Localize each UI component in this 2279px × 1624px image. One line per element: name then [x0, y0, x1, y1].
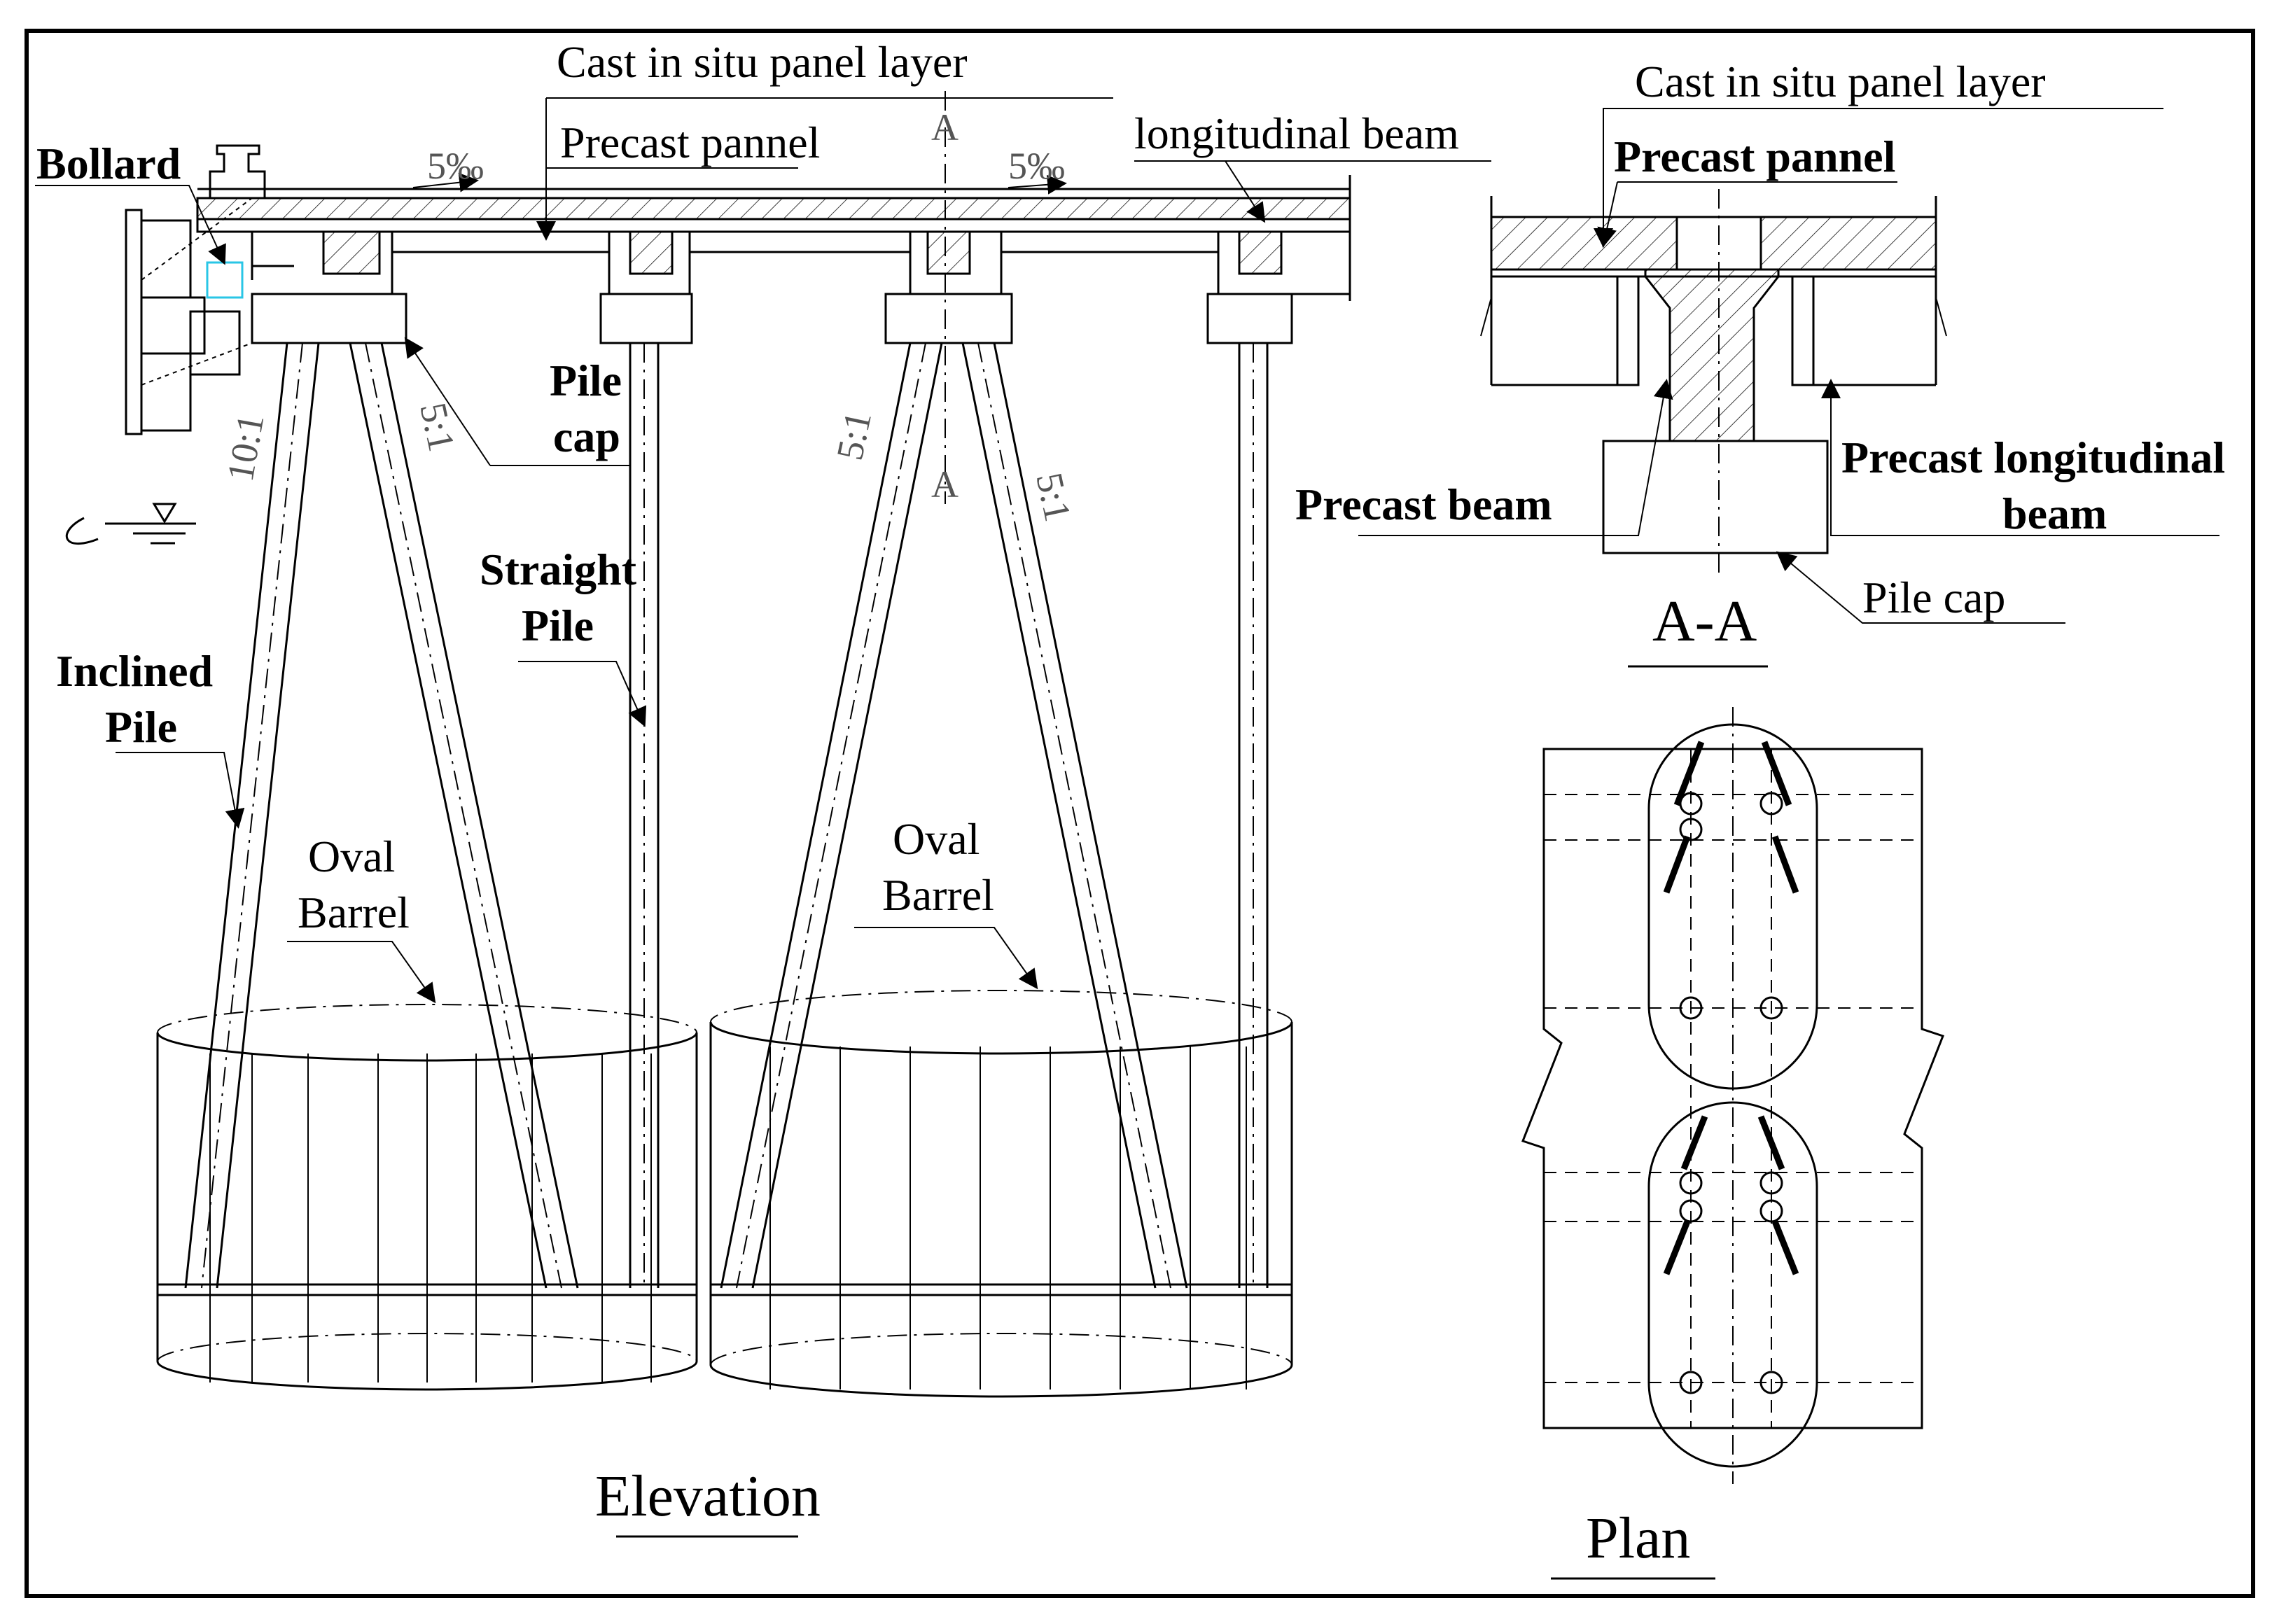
- pile-hole: [1679, 996, 1703, 1020]
- beam-4: [1238, 230, 1283, 275]
- batter-5-1-c: 5:1: [1028, 469, 1079, 525]
- batter-5-1-a: 5:1: [412, 399, 463, 455]
- plan-title: Plan: [1586, 1506, 1690, 1571]
- water-level-icon: [65, 503, 196, 545]
- aa-precast-beam: [1644, 268, 1780, 442]
- fender: [125, 197, 253, 435]
- plan-view: Plan: [1521, 707, 1944, 1580]
- pile-hole: [1759, 1371, 1783, 1394]
- plan-caisson-2: [1647, 1101, 1818, 1468]
- label-cast-in-situ: Cast in situ panel layer: [557, 37, 968, 87]
- pile-hole: [1759, 792, 1783, 816]
- aa-label-cast-in-situ: Cast in situ panel layer: [1635, 57, 2046, 106]
- aa-pile-cap: [1602, 440, 1829, 554]
- inclined-pile-2: [349, 342, 579, 1289]
- slope-right: 5‰: [1008, 145, 1065, 187]
- straight-pile-1: [629, 343, 660, 1288]
- pile-hole: [1759, 996, 1783, 1020]
- aa-label-precast-long-beam-1: Precast longitudinal: [1841, 433, 2225, 482]
- section-aa-view: Cast in situ panel layer Precast pannel …: [1295, 57, 2225, 668]
- pile-hole: [1679, 1371, 1703, 1394]
- bollard-icon: [209, 144, 266, 198]
- pile-hole: [1759, 1199, 1783, 1223]
- label-precast-panel: Precast pannel: [560, 118, 820, 167]
- drawing-border: [25, 29, 2255, 1598]
- pile-hole: [1759, 1171, 1783, 1195]
- pile-hole: [1679, 818, 1703, 841]
- batter-10-1: 10:1: [219, 411, 272, 484]
- section-mark-a-bottom: A: [931, 463, 959, 505]
- label-inclined-pile-2: Pile: [105, 702, 177, 752]
- label-oval-barrel-2b: Barrel: [882, 870, 994, 920]
- batter-5-1-b: 5:1: [828, 408, 879, 464]
- aa-label-precast-beam: Precast beam: [1295, 479, 1552, 529]
- elevation-view: Cast in situ panel layer Precast pannel …: [35, 37, 1491, 1538]
- pile-hole: [1679, 1171, 1703, 1195]
- label-bollard: Bollard: [36, 139, 181, 188]
- aa-label-precast-long-beam-2: beam: [2002, 489, 2107, 538]
- section-aa-title: A-A: [1652, 589, 1757, 654]
- label-oval-barrel-1a: Oval: [308, 832, 395, 881]
- label-inclined-pile-1: Inclined: [56, 646, 213, 696]
- aa-panel-right: [1759, 216, 1937, 271]
- aa-label-precast-panel: Precast pannel: [1614, 132, 1895, 181]
- inclined-pile-4: [961, 342, 1188, 1289]
- deck-panel-layer: [196, 197, 1351, 220]
- label-straight-pile-2: Pile: [522, 601, 594, 650]
- beam-3: [926, 230, 971, 275]
- label-straight-pile-1: Straight: [480, 545, 637, 594]
- aa-panel-left: [1490, 216, 1678, 271]
- elevation-title: Elevation: [595, 1464, 821, 1529]
- label-longitudinal-beam: longitudinal beam: [1134, 108, 1459, 158]
- label-pile-cap-1: Pile: [550, 356, 622, 405]
- label-oval-barrel-1b: Barrel: [298, 888, 410, 937]
- straight-pile-2: [1238, 343, 1269, 1288]
- label-pile-cap-2: cap: [553, 412, 620, 461]
- label-oval-barrel-2a: Oval: [893, 814, 980, 864]
- slope-left: 5‰: [427, 145, 484, 187]
- aa-label-pile-cap: Pile cap: [1862, 573, 2005, 622]
- pile-cap-1: [251, 293, 407, 344]
- pile-hole: [1679, 1199, 1703, 1223]
- oval-barrel-2: [709, 990, 1293, 1398]
- pile-cap-3: [884, 293, 1013, 344]
- inclined-pile-3: [720, 342, 943, 1289]
- section-mark-a-top: A: [931, 106, 959, 148]
- beam-2: [629, 230, 674, 275]
- beam-1: [322, 230, 381, 275]
- pile-cap-2: [599, 293, 693, 344]
- pile-cap-4: [1206, 293, 1293, 344]
